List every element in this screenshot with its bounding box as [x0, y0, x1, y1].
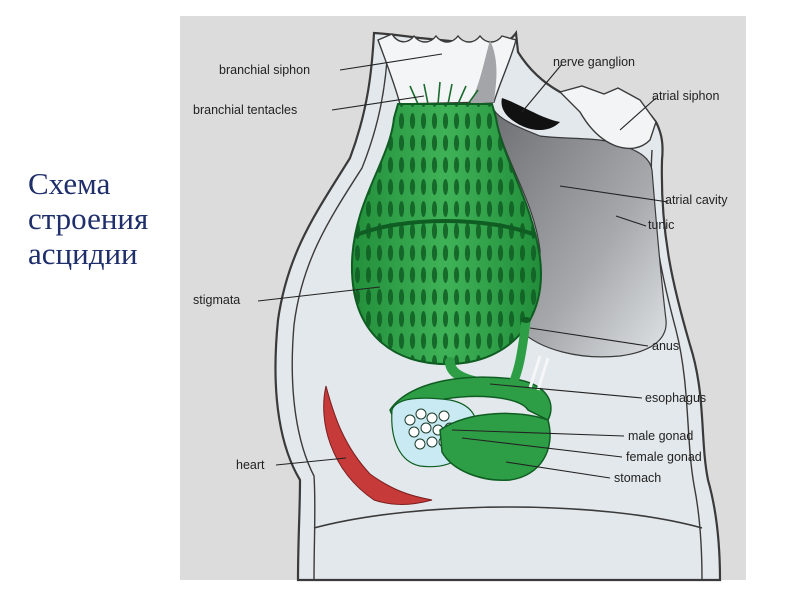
label-anus: anus: [652, 339, 679, 353]
label-atrial-cavity: atrial cavity: [665, 193, 728, 207]
mantle-line: [291, 43, 389, 581]
leader-atrial-cavity: [559, 185, 669, 203]
label-female-gonad: female gonad: [626, 450, 702, 464]
slide-title-line-2: строения: [28, 201, 149, 236]
slide-title: Схема строения асцидии: [28, 166, 178, 271]
label-tunic: tunic: [648, 218, 674, 232]
nerve-ganglion-shape: [501, 98, 560, 131]
leader-anus: [529, 327, 649, 347]
label-stomach: stomach: [614, 471, 661, 485]
label-branchial-siphon: branchial siphon: [219, 63, 310, 77]
slide-title-line-1: Схема: [28, 166, 111, 201]
leader-stomach: [505, 461, 611, 479]
label-heart: heart: [236, 458, 265, 472]
branchial-tentacles-shape: [409, 81, 479, 105]
leader-atrial-siphon: [619, 97, 657, 131]
label-atrial-siphon: atrial siphon: [652, 89, 719, 103]
leader-male-gonad: [451, 429, 625, 437]
label-male-gonad: male gonad: [628, 429, 693, 443]
atrial-siphon-shape: [558, 85, 657, 150]
leader-branchial-tentacles: [331, 95, 425, 111]
leader-esophagus: [489, 383, 643, 399]
leader-nerve-ganglion: [521, 63, 563, 113]
heart-shape: [323, 385, 433, 505]
slide-title-line-3: асцидии: [28, 236, 138, 271]
gonoducts: [528, 355, 550, 391]
leader-stigmata: [257, 286, 381, 302]
tunic-base: [313, 506, 703, 529]
label-branchial-tentacles: branchial tentacles: [193, 103, 297, 117]
rectum-shape: [505, 317, 531, 395]
label-esophagus: esophagus: [645, 391, 706, 405]
leader-female-gonad: [461, 437, 623, 458]
leader-tunic: [615, 215, 647, 227]
leader-heart: [275, 457, 347, 466]
label-nerve-ganglion: nerve ganglion: [553, 55, 635, 69]
label-stigmata: stigmata: [193, 293, 240, 307]
leader-branchial-siphon: [339, 53, 443, 71]
anus-shape: [521, 317, 531, 323]
branchial-siphon-shade: [470, 40, 497, 104]
